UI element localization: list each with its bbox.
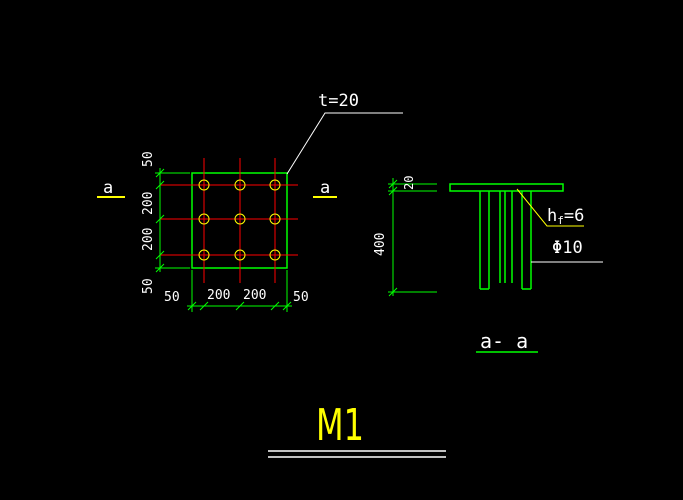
dim-bottom-200-a: 200 <box>207 288 230 303</box>
section-anchors <box>479 191 532 290</box>
section-mark-right: a <box>320 178 330 198</box>
thickness-leader <box>286 112 403 175</box>
dim-section-anchor-400: 400 <box>373 233 388 256</box>
drawing-title: M1 <box>316 400 364 451</box>
dim-left-50-bottom: 50 <box>141 278 156 294</box>
section-view-label: a- a <box>480 329 528 353</box>
plate-thickness-label: t=20 <box>318 91 359 111</box>
dim-bottom-50-left: 50 <box>164 290 180 305</box>
section-mark-left: a <box>103 178 113 198</box>
weld-leader <box>516 188 584 227</box>
section-view: 20 400 hf=6 Φ10 a- a <box>373 176 603 353</box>
plan-view: 50 200 200 50 50 200 200 50 a a t=20 <box>97 91 403 312</box>
anchor-bar-label: Φ10 <box>552 238 583 258</box>
dim-left-50-top: 50 <box>141 151 156 167</box>
section-dimension <box>388 178 437 297</box>
anchor-holes <box>198 179 281 261</box>
dim-section-plate-20: 20 <box>402 176 416 190</box>
rebar-grid <box>160 158 298 283</box>
section-plate <box>449 183 564 192</box>
left-dimension-chain <box>155 168 190 273</box>
dim-bottom-200-b: 200 <box>243 288 266 303</box>
dim-left-200-b: 200 <box>141 228 156 251</box>
dim-left-200-a: 200 <box>141 192 156 215</box>
weld-size-label: hf=6 <box>547 206 584 227</box>
dim-bottom-50-right: 50 <box>293 290 309 305</box>
bottom-dimension-chain <box>187 270 292 312</box>
title-block: M1 <box>268 400 446 458</box>
